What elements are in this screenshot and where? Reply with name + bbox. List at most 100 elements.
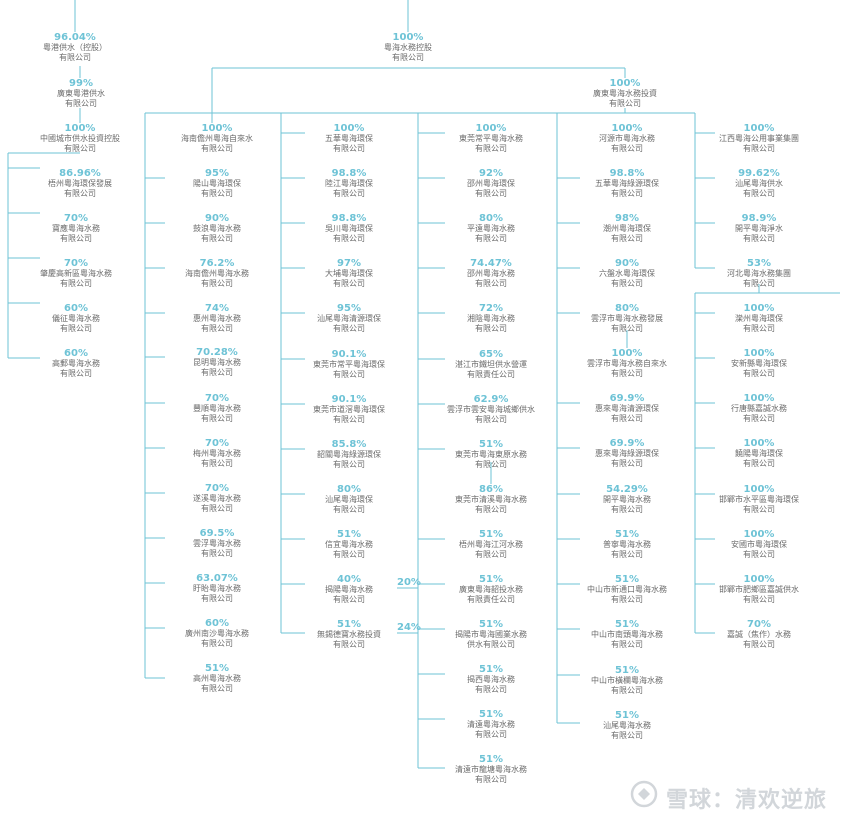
node-name-line: 邵州粵海環保 — [467, 179, 515, 188]
node-name-line: 有限公司 — [743, 504, 775, 514]
node-name-line: 有限公司 — [60, 233, 92, 243]
node-a1: 100%中國城市供水投資控股有限公司 — [40, 123, 120, 153]
node-e14: 51%汕尾粵海水務有限公司 — [603, 710, 651, 740]
node-percent: 51% — [337, 529, 361, 540]
node-name-line: 中山市南頭粵海水務 — [591, 630, 663, 639]
node-name-line: 六盤水粵海環保 — [599, 269, 655, 278]
node-name-line: 有限公司 — [611, 143, 643, 153]
node-name-line: 惠來粵海清源環保 — [595, 404, 659, 413]
node-percent: 100% — [475, 123, 507, 134]
node-name-line: 有限公司 — [333, 639, 365, 649]
node-e12: 51%中山市南頭粵海水務有限公司 — [591, 619, 663, 649]
node-name-line: 行唐縣嘉誠水務 — [731, 404, 787, 413]
node-name-line: 有限公司 — [475, 188, 507, 198]
node-percent: 70% — [64, 258, 88, 269]
node-percent: 100% — [743, 393, 775, 404]
node-name-line: 汕尾粵海供水 — [735, 179, 783, 188]
node-name-line: 惠來粵海綠源環保 — [595, 449, 659, 458]
node-percent: 69.9% — [609, 393, 645, 404]
node-name-line: 有限公司 — [743, 278, 775, 288]
node-name-line: 信宜粵海水務 — [325, 540, 373, 549]
node-name-line: 普寧粵海水務 — [603, 540, 651, 549]
node-d9: 86%東莞市清溪粵海水務有限公司 — [455, 484, 527, 514]
node-name-line: 河北粵海水務集團 — [727, 269, 791, 278]
node-e10: 51%普寧粵海水務有限公司 — [603, 529, 651, 559]
node-c6: 90.1%東莞市常平粵海環保有限公司 — [313, 349, 385, 379]
node-name-line: 汕尾粵海水務 — [603, 721, 651, 730]
node-name-line: 灤州粵海環保 — [735, 314, 783, 323]
node-e3: 98%潮州粵海環保有限公司 — [603, 213, 651, 243]
node-b10: 69.5%雲浮粵海水務有限公司 — [193, 528, 241, 558]
node-name-line: 鼓浪粵海水務 — [193, 224, 241, 233]
node-name-line: 雲浮粵海水務 — [193, 539, 241, 548]
node-name-line: 有限公司 — [333, 323, 365, 333]
node-c8: 85.8%韶關粵海綠源環保有限公司 — [317, 439, 381, 469]
node-gdinv: 100%廣東粵海水務投資有限公司 — [593, 78, 657, 108]
node-name-line: 有限公司 — [611, 594, 643, 604]
node-name-line: 有限公司 — [611, 323, 643, 333]
node-percent: 92% — [479, 168, 503, 179]
node-name-line: 有限公司 — [333, 233, 365, 243]
node-f2: 99.62%汕尾粵海供水有限公司 — [735, 168, 783, 198]
node-name-line: 有限公司 — [201, 323, 233, 333]
node-name-line: 有限公司 — [333, 369, 365, 379]
node-b9: 70%遂溪粵海水務有限公司 — [193, 483, 241, 513]
node-name-line: 有限公司 — [743, 549, 775, 559]
node-percent: 86% — [479, 484, 503, 495]
node-percent: 51% — [337, 619, 361, 630]
node-name-line: 有限公司 — [611, 413, 643, 423]
node-name-line: 揭西粵海水務 — [467, 675, 515, 684]
node-name-line: 有限責任公司 — [467, 369, 515, 379]
node-percent: 100% — [333, 123, 365, 134]
node-a5: 60%儀征粵海水務有限公司 — [52, 303, 100, 333]
node-f12: 70%嘉誠（焦作）水務有限公司 — [727, 619, 791, 649]
node-name-line: 有限公司 — [611, 730, 643, 740]
node-name-line: 五華粵海綠源環保 — [595, 179, 659, 188]
node-a3: 70%寶應粵海水務有限公司 — [52, 213, 100, 243]
node-name-line: 大埔粵海環保 — [325, 269, 373, 278]
node-name-line: 粵海水務控股 — [384, 43, 432, 52]
node-percent: 100% — [609, 78, 641, 89]
node-percent: 99.62% — [738, 168, 780, 179]
node-name-line: 有限公司 — [611, 549, 643, 559]
node-b12: 60%廣州南沙粵海水務有限公司 — [185, 618, 249, 648]
node-name-line: 有限公司 — [333, 549, 365, 559]
node-name-line: 有限公司 — [333, 143, 365, 153]
node-name-line: 中國城市供水投資控股 — [40, 134, 120, 143]
node-d15: 51%清遠市龍塘粵海水務有限公司 — [455, 754, 527, 784]
node-percent: 100% — [611, 348, 643, 359]
node-e6: 100%雲浮市粵海水務自來水有限公司 — [587, 348, 667, 378]
node-name-line: 有限公司 — [611, 639, 643, 649]
node-percent: 100% — [64, 123, 96, 134]
node-c7: 90.1%東莞市道滘粵海環保有限公司 — [313, 394, 385, 424]
node-e8: 69.9%惠來粵海綠源環保有限公司 — [595, 438, 659, 468]
node-name-line: 有限公司 — [743, 368, 775, 378]
node-name-line: 開平粵海淨水 — [735, 224, 783, 233]
node-name-line: 有限公司 — [333, 594, 365, 604]
node-name-line: 有限公司 — [611, 458, 643, 468]
node-name-line: 儀征粵海水務 — [52, 314, 100, 323]
node-name-line: 有限公司 — [475, 414, 507, 424]
node-percent: 51% — [479, 709, 503, 720]
node-f3: 98.9%開平粵海淨水有限公司 — [735, 213, 783, 243]
node-percent: 98.8% — [609, 168, 645, 179]
node-f10: 100%安國市粵海環保有限公司 — [731, 529, 787, 559]
node-name-line: 供水有限公司 — [467, 639, 515, 649]
node-percent: 60% — [64, 348, 88, 359]
node-name-line: 汕尾粵海環保 — [325, 495, 373, 504]
node-name-line: 廣東粵港供水 — [57, 89, 105, 98]
node-percent: 54.29% — [606, 484, 648, 495]
node-e9: 54.29%開平粵海水務有限公司 — [603, 484, 651, 514]
node-name-line: 粵港供水（控股） — [43, 43, 107, 52]
node-name-line: 有限公司 — [333, 504, 365, 514]
node-percent: 62.9% — [473, 394, 509, 405]
node-c2: 98.8%陸江粵海環保有限公司 — [325, 168, 373, 198]
node-percent: 76.2% — [199, 258, 235, 269]
node-name-line: 有限公司 — [743, 323, 775, 333]
node-percent: 100% — [743, 123, 775, 134]
node-name-line: 有限公司 — [743, 639, 775, 649]
node-percent: 95% — [337, 303, 361, 314]
node-name-line: 惠州粵海水務 — [193, 314, 241, 323]
node-name-line: 清遠市龍塘粵海水務 — [455, 765, 527, 774]
